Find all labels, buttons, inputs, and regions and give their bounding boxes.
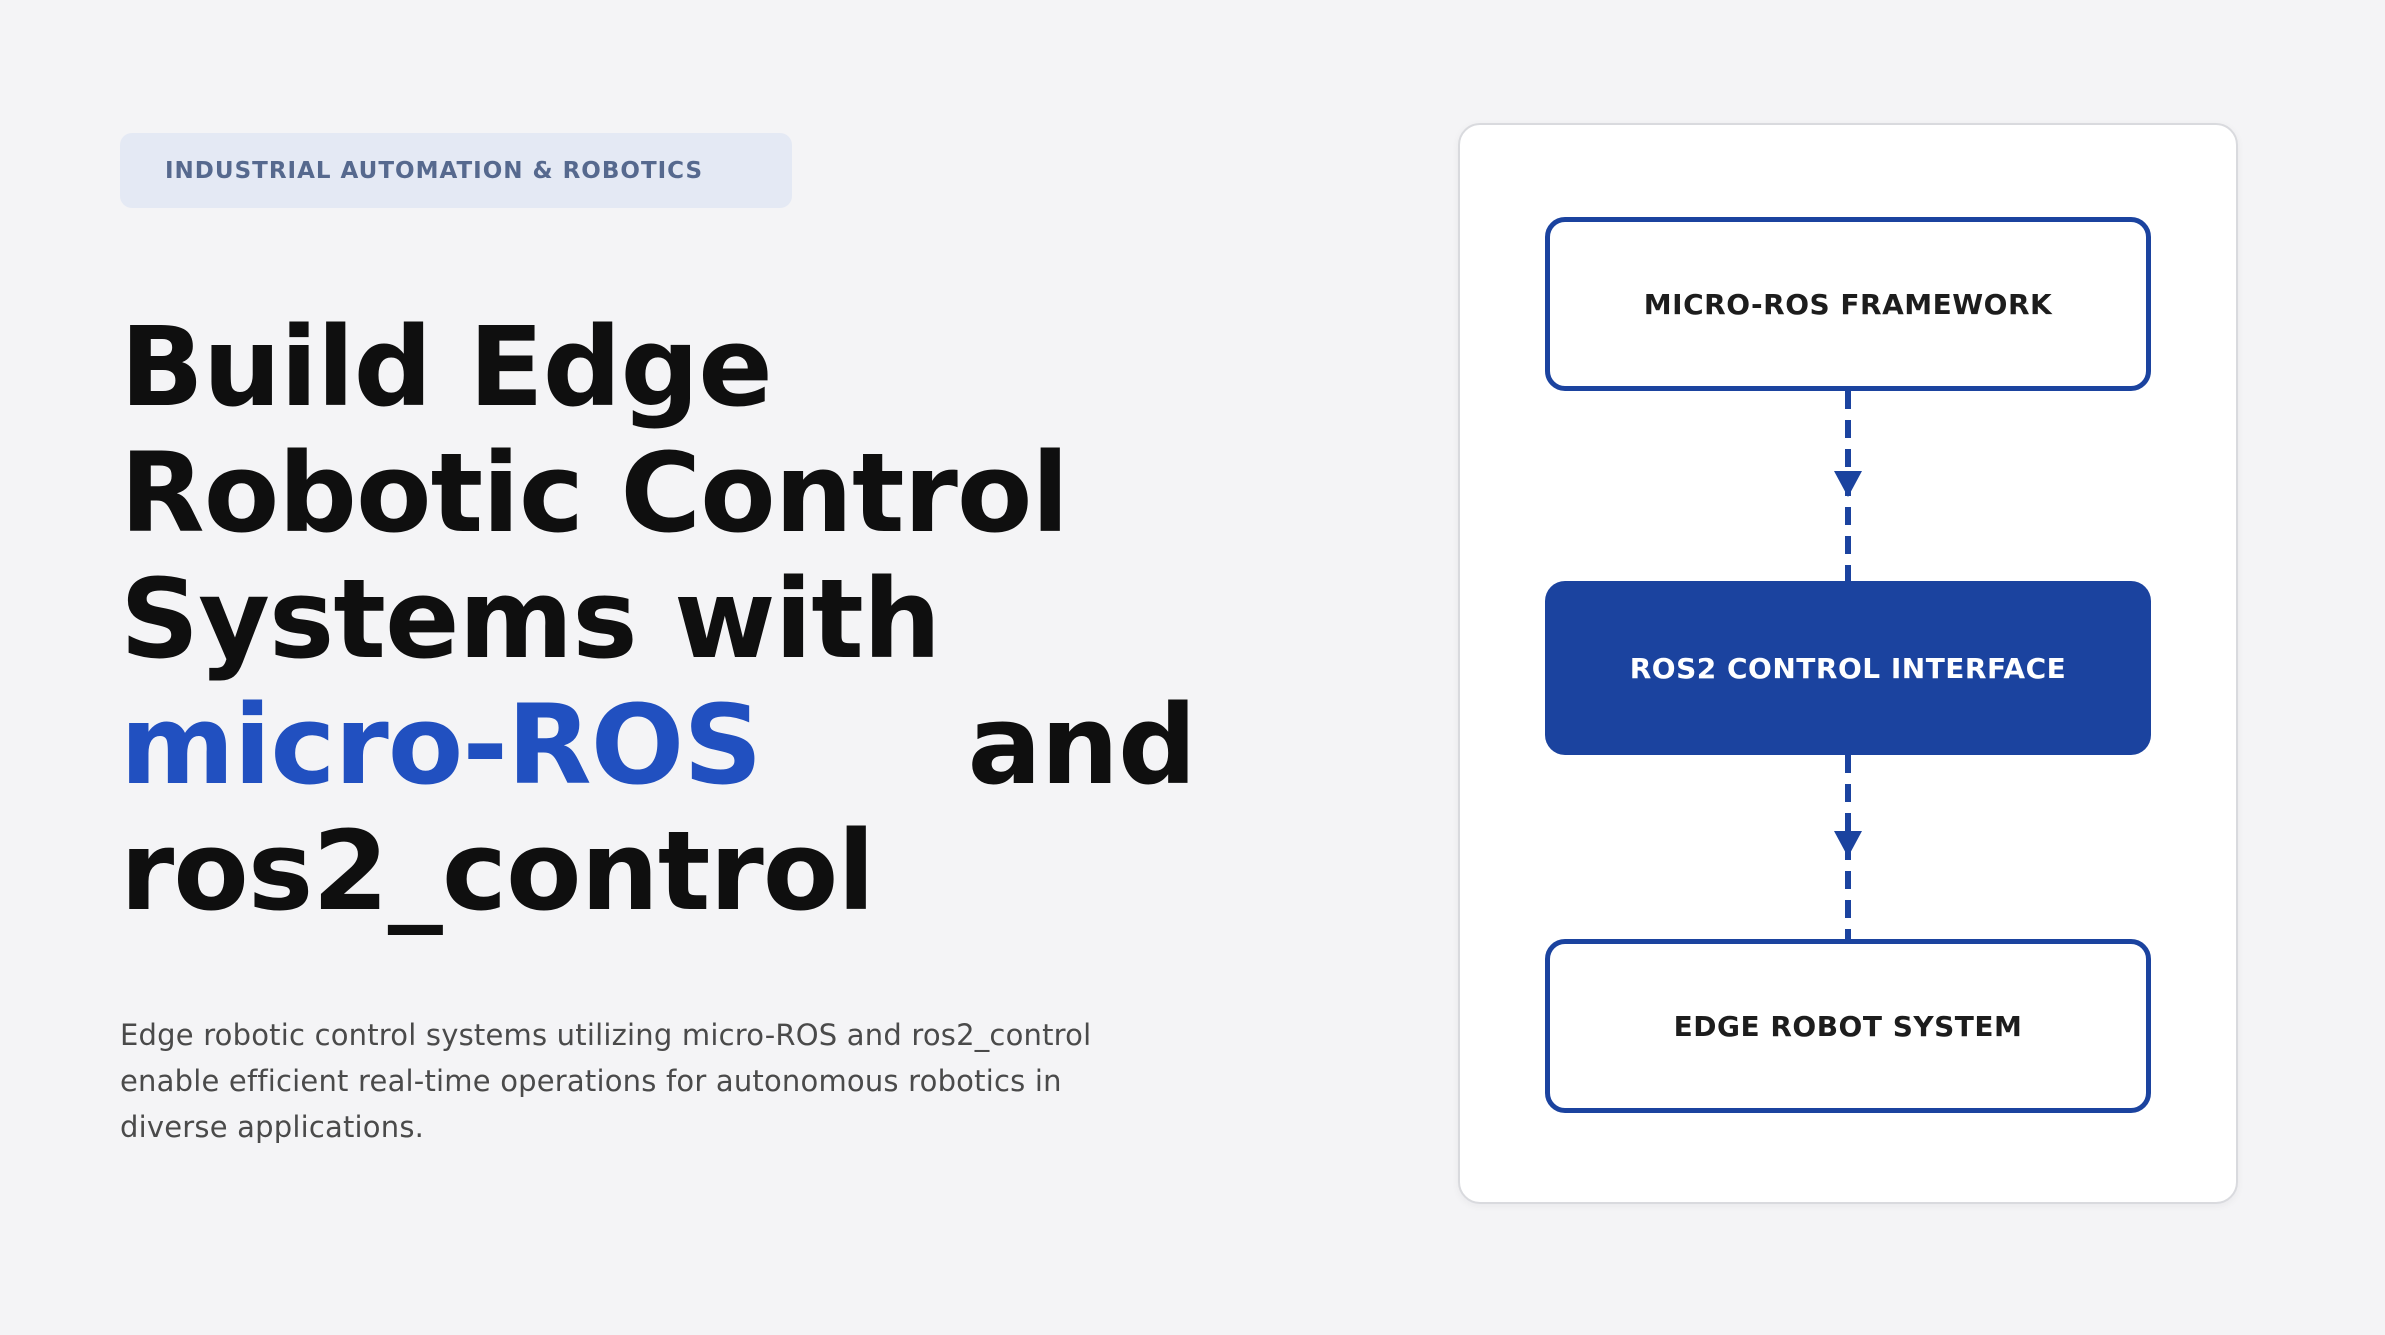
- category-badge-label: INDUSTRIAL AUTOMATION & ROBOTICS: [165, 157, 704, 184]
- dashed-arrow-connector: [1834, 755, 1862, 939]
- page-title-accent-keyword: micro-ROS: [120, 681, 762, 809]
- dashed-arrow-connector: [1834, 391, 1862, 581]
- category-badge: INDUSTRIAL AUTOMATION & ROBOTICS: [120, 133, 792, 208]
- page-title: Build Edge Robotic Control Systems with …: [120, 304, 1300, 934]
- page-title-line: Robotic Control: [120, 429, 1069, 557]
- diagram-node-label: ROS2 CONTROL INTERFACE: [1629, 651, 2067, 685]
- diagram-node-label: MICRO-ROS FRAMEWORK: [1643, 287, 2053, 321]
- page-title-line-rest: and: [967, 681, 1196, 809]
- diagram-node-ros2-control-interface: ROS2 CONTROL INTERFACE: [1545, 581, 2151, 755]
- arrow-down-icon: [1834, 471, 1862, 497]
- diagram-node-label: EDGE ROBOT SYSTEM: [1673, 1009, 2023, 1043]
- page-title-line: micro-ROS and: [120, 682, 1300, 808]
- page-title-line: Build Edge: [120, 303, 773, 431]
- hero-description: Edge robotic control systems utilizing m…: [120, 1018, 1092, 1144]
- hero-section: INDUSTRIAL AUTOMATION & ROBOTICS Build E…: [120, 133, 1300, 1150]
- arrow-down-icon: [1834, 831, 1862, 857]
- diagram-node-micro-ros-framework: MICRO-ROS FRAMEWORK: [1545, 217, 2151, 391]
- diagram-node-edge-robot-system: EDGE ROBOT SYSTEM: [1545, 939, 2151, 1113]
- page-title-line: Systems with: [120, 555, 941, 683]
- architecture-diagram-card: MICRO-ROS FRAMEWORK ROS2 CONTROL INTERFA…: [1458, 123, 2238, 1204]
- page-title-line: ros2_control: [120, 807, 875, 935]
